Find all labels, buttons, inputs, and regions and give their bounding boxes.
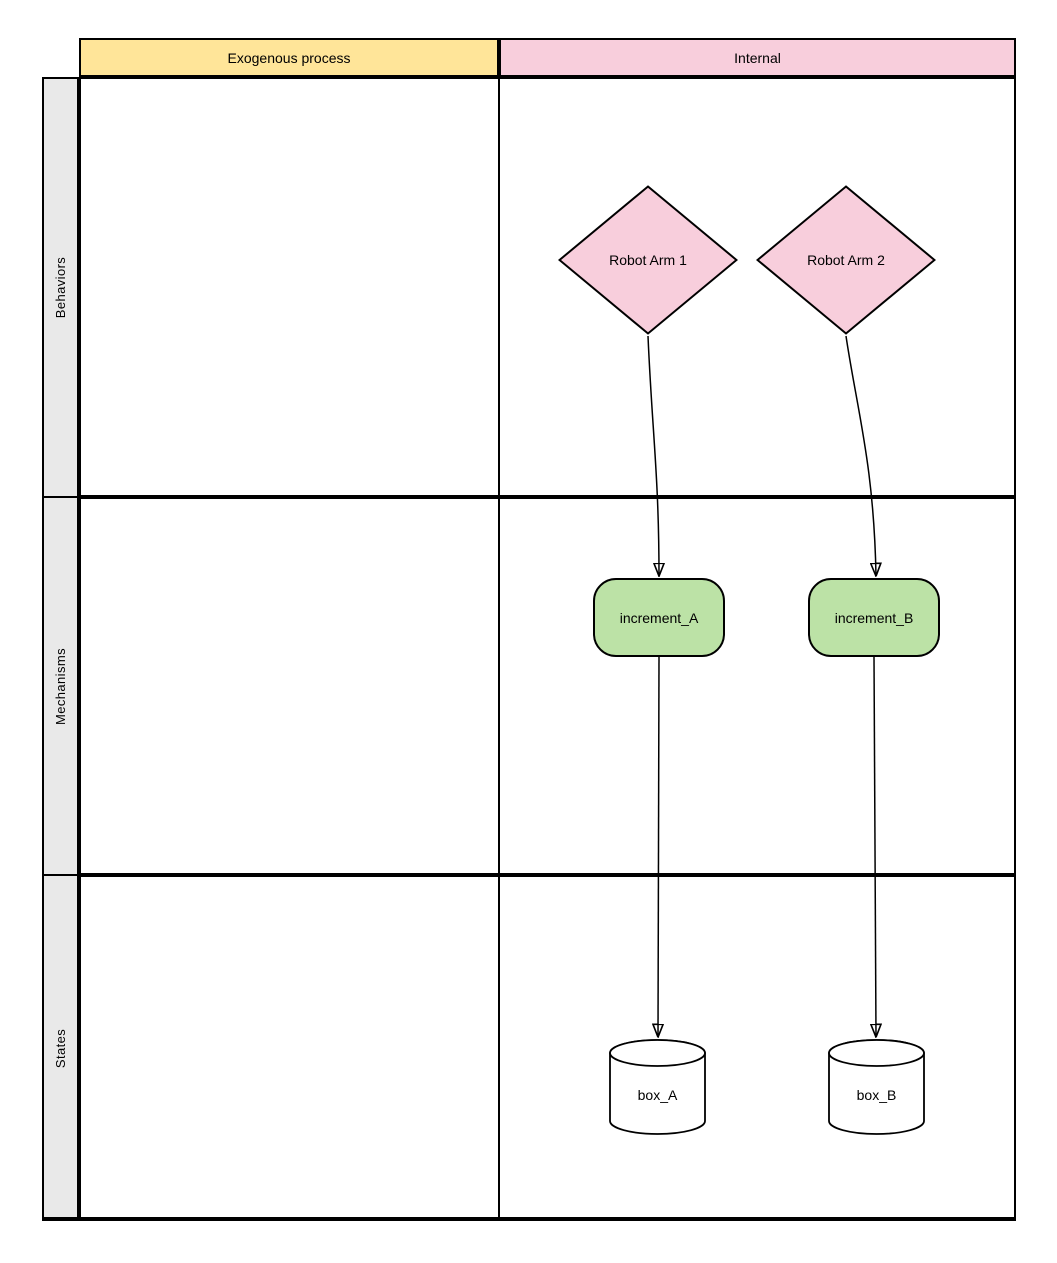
row-label-column <box>42 77 79 1221</box>
row-divider-behaviors-mechanisms <box>79 495 1016 499</box>
node-label: box_B <box>856 1087 897 1103</box>
row-header-behaviors: Behaviors <box>42 77 79 497</box>
table-bottom-border <box>42 1217 1016 1221</box>
row-header-label: States <box>53 1028 69 1068</box>
row-header-label: Behaviors <box>53 256 69 318</box>
sidebar-divider-1 <box>42 496 79 498</box>
node-label: Robot Arm 1 <box>609 252 687 268</box>
node-label: box_A <box>637 1087 678 1103</box>
column-divider <box>498 77 500 1221</box>
column-header-label: Internal <box>734 49 781 66</box>
diamond-icon <box>558 185 738 335</box>
row-header-mechanisms: Mechanisms <box>42 497 79 875</box>
node-box-a[interactable]: box_A <box>609 1039 706 1135</box>
node-robot-arm-1[interactable]: Robot Arm 1 <box>558 185 738 335</box>
node-label: Robot Arm 2 <box>807 252 885 268</box>
cylinder-icon <box>609 1039 706 1135</box>
node-label: increment_B <box>834 609 914 626</box>
row-divider-mechanisms-states <box>79 873 1016 877</box>
column-header-exogenous-process: Exogenous process <box>79 38 499 77</box>
row-header-states: States <box>42 875 79 1221</box>
column-header-internal: Internal <box>499 38 1016 77</box>
node-box-b[interactable]: box_B <box>828 1039 925 1135</box>
node-label: increment_A <box>619 609 699 626</box>
node-increment-b[interactable]: increment_B <box>808 578 940 657</box>
column-header-label: Exogenous process <box>227 49 351 66</box>
row-header-label: Mechanisms <box>53 647 68 725</box>
sidebar-divider-2 <box>42 874 79 876</box>
node-increment-a[interactable]: increment_A <box>593 578 725 657</box>
cylinder-icon <box>828 1039 925 1135</box>
node-robot-arm-2[interactable]: Robot Arm 2 <box>756 185 936 335</box>
diamond-icon <box>756 185 936 335</box>
